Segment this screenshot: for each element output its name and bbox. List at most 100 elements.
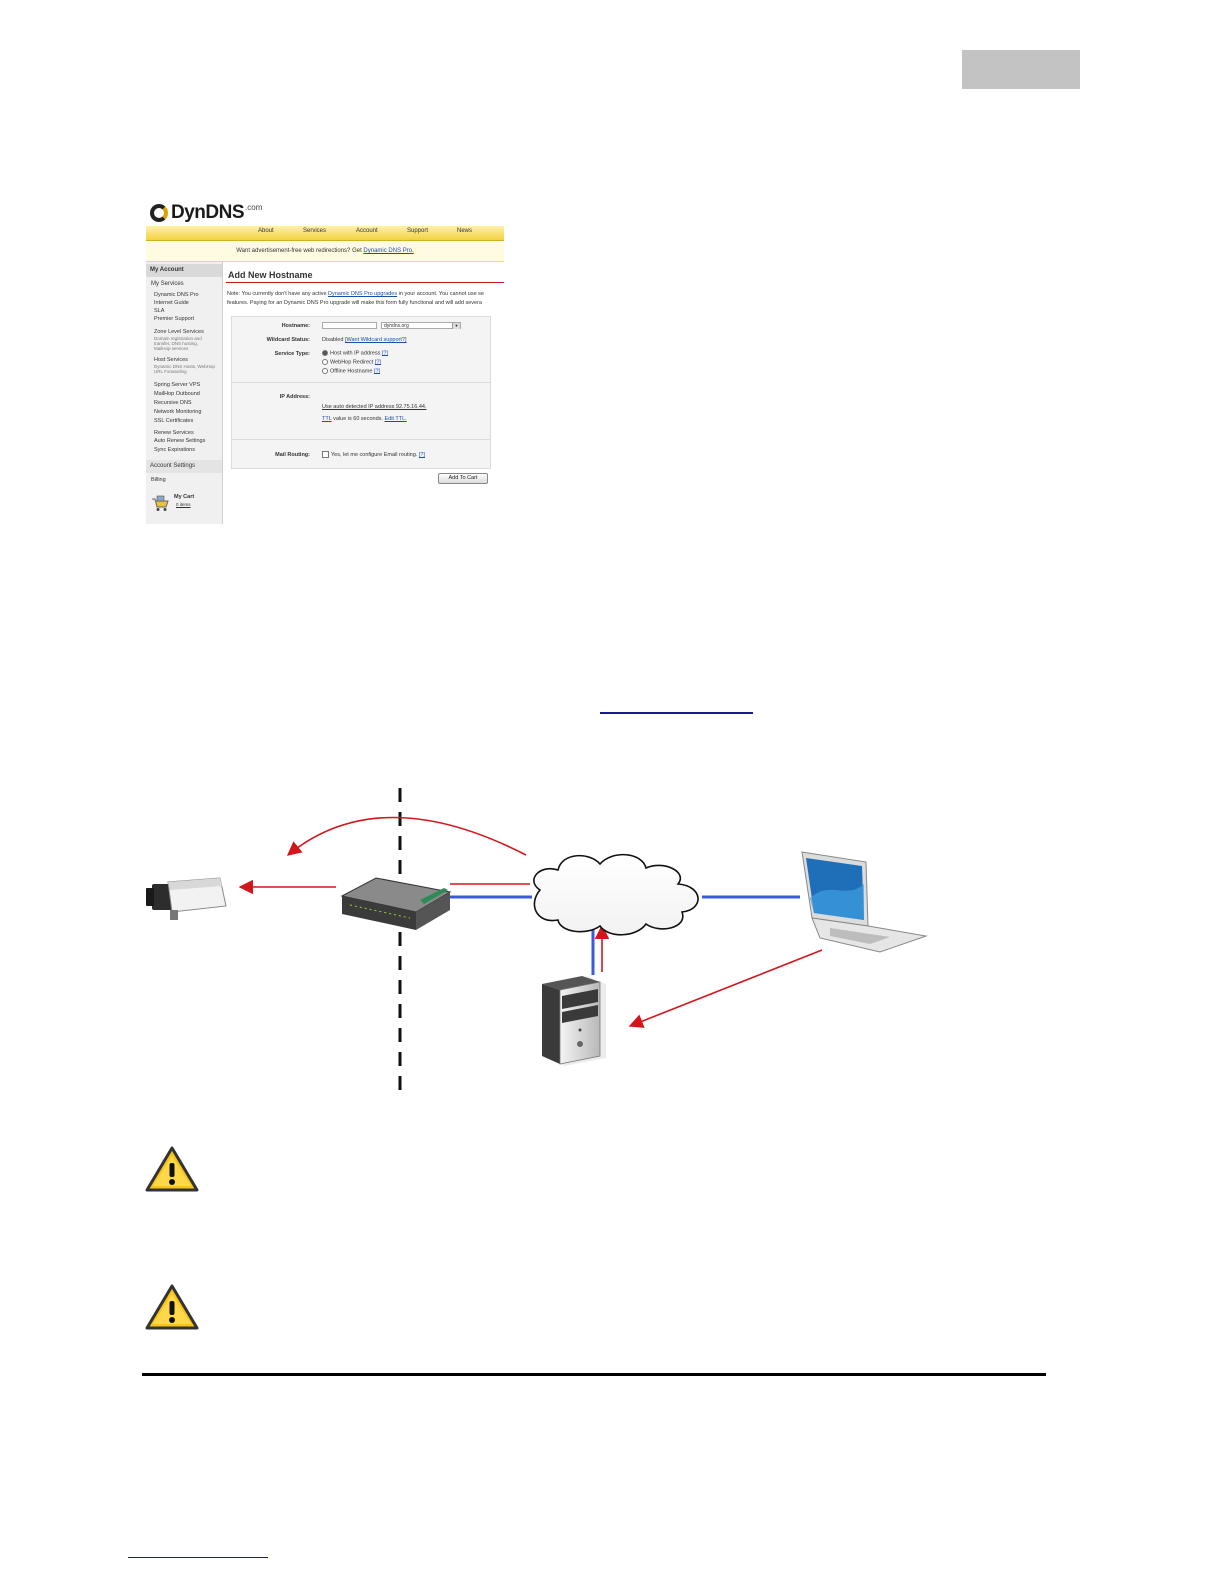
dyndns-screenshot: DynDNS .com About Services Account Suppo…	[146, 196, 504, 524]
service-option[interactable]: Host with IP address [?]	[322, 350, 388, 356]
sidebar-desc: Domain registration and	[154, 336, 202, 341]
sidebar-desc: URL Forwarding	[154, 369, 187, 374]
sidebar-item[interactable]: Internet Guide	[154, 300, 189, 306]
wildcard-value: Disabled [Want Wildcard support?]	[322, 337, 406, 343]
service-option[interactable]: WebHop Redirect [?]	[322, 359, 381, 365]
dns-server-icon	[542, 976, 606, 1066]
sidebar-item[interactable]: MailHop Outbound	[154, 391, 200, 397]
wildcard-status: Disabled	[322, 337, 345, 343]
note-upgrade-link[interactable]: Dynamic DNS Pro upgrades	[328, 291, 398, 297]
laptop-icon	[801, 851, 928, 953]
ttl-row: TTL value is 60 seconds. Edit TTL.	[322, 416, 407, 422]
note-text: features. Paying for an Dynamic DNS Pro …	[227, 300, 482, 306]
sidebar-my-services[interactable]: My Services	[151, 281, 184, 287]
ttl-text: value is 60 seconds.	[331, 416, 385, 422]
title-divider	[226, 282, 504, 283]
hyperlink-underline[interactable]	[600, 712, 753, 714]
logo-text: DynDNS	[171, 202, 245, 223]
sidebar-cart-items[interactable]: 0 items	[176, 502, 191, 507]
note-text: Note: You currently don't have any activ…	[227, 291, 329, 297]
sidebar-desc: Dynamic DNS Hosts, WebHop	[154, 364, 215, 369]
ad-text: Want advertisement-free web redirections…	[236, 248, 364, 254]
chevron-down-icon[interactable]: ▼	[452, 323, 460, 329]
sidebar-item[interactable]: SLA	[154, 308, 165, 314]
service-option[interactable]: Offline Hostname [?]	[322, 368, 380, 374]
ad-link[interactable]: Dynamic DNS Pro.	[363, 248, 414, 254]
hostname-form: Hostname: dyndns.org ▼ Wildcard Status: …	[231, 316, 491, 469]
warning-icon	[145, 1146, 199, 1192]
footer-divider	[142, 1373, 1046, 1376]
radio-selected[interactable]	[322, 350, 328, 356]
internet-cloud-icon	[533, 853, 699, 936]
mail-routing-option[interactable]: Yes, let me configure Email routing. [?]	[322, 451, 425, 458]
sidebar-item[interactable]: Premier Support	[154, 316, 195, 322]
page-title: Add New Hostname	[228, 270, 313, 280]
wildcard-label: Wildcard Status:	[266, 337, 310, 343]
ad-banner: Want advertisement-free web redirections…	[146, 241, 504, 262]
domain-select[interactable]: dyndns.org ▼	[381, 322, 461, 329]
edit-ttl-link[interactable]: Edit TTL.	[384, 416, 407, 422]
warning-icon	[145, 1284, 199, 1330]
sidebar-item[interactable]: Dynamic DNS Pro	[154, 292, 199, 298]
option-label: Host with IP address	[330, 350, 381, 357]
wildcard-link[interactable]: [Want Wildcard support?]	[344, 337, 407, 343]
hostname-input[interactable]	[322, 322, 377, 329]
form-divider	[232, 382, 490, 383]
radio[interactable]	[322, 368, 328, 374]
option-label: WebHop Redirect	[330, 359, 374, 366]
sidebar-item[interactable]: Zone Level Services	[154, 329, 204, 335]
sidebar-item[interactable]: Sync Expirations	[154, 447, 195, 453]
mail-checkbox[interactable]	[322, 451, 329, 458]
help-link[interactable]: [?]	[374, 359, 381, 366]
nav-about[interactable]: About	[258, 228, 274, 234]
sidebar-item[interactable]: Recursive DNS	[154, 400, 192, 406]
sidebar-account-settings[interactable]: Account Settings	[146, 460, 222, 473]
main-content: Add New Hostname Note: You currently don…	[224, 262, 504, 524]
sidebar-item[interactable]: Spring Server VPS	[154, 382, 201, 388]
mail-label: Mail Routing:	[275, 452, 310, 458]
nav-news[interactable]: News	[457, 228, 473, 234]
service-label: Service Type:	[274, 351, 310, 357]
network-diagram	[146, 788, 928, 1092]
redirect-arc-arrow	[286, 816, 527, 856]
sidebar-billing[interactable]: Billing	[151, 477, 166, 483]
logo-suffix: .com	[245, 202, 263, 212]
sidebar-item[interactable]: Renew Services	[154, 430, 194, 436]
add-to-cart-button[interactable]: Add To Cart	[438, 473, 488, 484]
note-text: in your account. You cannot use se	[397, 291, 484, 297]
help-link[interactable]: [?]	[418, 451, 425, 458]
nav-support[interactable]: Support	[407, 228, 429, 234]
sidebar-item[interactable]: Auto Renew Settings	[154, 438, 206, 444]
sidebar-cart-title[interactable]: My Cart	[174, 494, 195, 500]
help-link[interactable]: [?]	[381, 350, 388, 357]
dyndns-logo-icon	[150, 204, 168, 222]
mail-text: Yes, let me configure Email routing.	[331, 451, 419, 458]
top-nav: About Services Account Support News	[146, 226, 504, 241]
footer-hyperlink-underline[interactable]	[128, 1557, 268, 1558]
form-divider	[232, 439, 490, 440]
sidebar-desc: transfer, DNS hosting,	[154, 341, 199, 346]
nav-account[interactable]: Account	[356, 228, 378, 234]
sidebar-my-account[interactable]: My Account	[146, 264, 222, 277]
router-icon	[340, 877, 452, 930]
cart-icon[interactable]	[151, 494, 169, 512]
ip-autodetect-link[interactable]: Use auto detected IP address 92.75.16.44…	[322, 404, 427, 410]
laptop-to-server-arrow	[628, 949, 823, 1028]
nav-services[interactable]: Services	[303, 228, 327, 234]
sidebar-item[interactable]: SSL Certificates	[154, 418, 194, 424]
radio[interactable]	[322, 359, 328, 365]
sidebar-desc: MailHop services	[154, 346, 189, 351]
page-number-tab	[962, 50, 1080, 89]
ip-label: IP Address:	[279, 394, 310, 400]
option-label: Offline Hostname	[330, 368, 373, 375]
ttl-link[interactable]: TTL	[322, 416, 332, 422]
dyndns-logo: DynDNS .com	[150, 200, 262, 226]
sidebar-item[interactable]: Host Services	[154, 357, 188, 363]
hostname-label: Hostname:	[281, 323, 310, 329]
help-link[interactable]: [?]	[373, 368, 381, 375]
sidebar: My Account My Services Dynamic DNS Pro I…	[146, 262, 223, 524]
sidebar-item[interactable]: Network Monitoring	[154, 409, 202, 415]
domain-value: dyndns.org	[384, 323, 409, 329]
upgrade-note: Note: You currently don't have any activ…	[227, 290, 484, 308]
ip-camera-icon	[146, 877, 227, 920]
